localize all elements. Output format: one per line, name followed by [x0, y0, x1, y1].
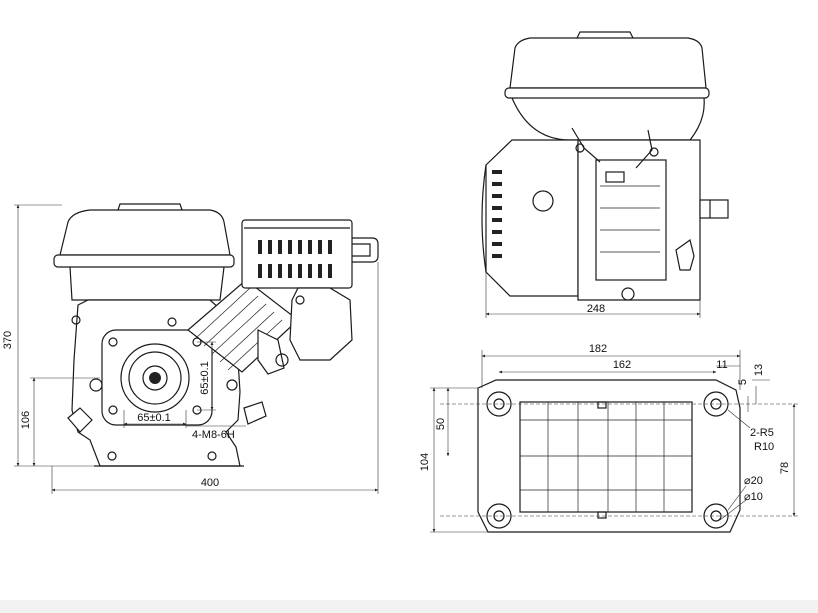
dim-depth-label: 248 — [587, 303, 605, 315]
side-engine-body — [481, 127, 729, 301]
diameter-20-label: ⌀20 — [744, 475, 763, 487]
dim-shaft-height-label: 106 — [20, 411, 32, 429]
dim-height-label: 370 — [2, 331, 14, 349]
front-dimensions — [14, 204, 379, 494]
dim-13-label: 13 — [753, 364, 765, 376]
dim-11-label: 11 — [716, 359, 727, 371]
dim-104-label: 104 — [419, 453, 431, 471]
dim-bolt-horizontal-label: 65±0.1 — [137, 412, 171, 424]
dim-5-label: 5 — [737, 379, 749, 385]
dim-width-label: 400 — [201, 477, 219, 489]
dim-182-label: 182 — [589, 343, 607, 355]
muffler-vents — [258, 240, 332, 278]
crankcase — [67, 299, 267, 467]
base-view: 182 162 11 13 5 50 104 78 2-R5 R10 ⌀20 ⌀… — [419, 343, 800, 533]
dim-78-label: 78 — [779, 462, 791, 474]
air-filter — [53, 203, 235, 301]
cylinder-fins — [187, 279, 299, 375]
side-view: 248 — [481, 31, 729, 318]
side-air-filter — [504, 31, 710, 141]
muffler — [241, 219, 379, 361]
slot-radius-a-label: 2-R5 — [750, 427, 774, 439]
slot-radius-b-label: R10 — [754, 441, 774, 453]
dim-162-label: 162 — [613, 359, 631, 371]
dim-bolt-vertical-label: 65±0.1 — [199, 361, 211, 395]
side-cooling-slots — [492, 170, 502, 258]
base-plate — [477, 379, 741, 533]
front-view: 370 106 400 65±0.1 65±0.1 4-M8-6H — [2, 203, 379, 494]
thread-spec-label: 4-M8-6H — [192, 429, 235, 441]
side-dimensions — [485, 272, 701, 318]
dim-50-label: 50 — [435, 418, 447, 430]
base-dimensions — [430, 350, 800, 533]
diameter-10-label: ⌀10 — [744, 491, 763, 503]
footer-strip — [0, 600, 818, 613]
